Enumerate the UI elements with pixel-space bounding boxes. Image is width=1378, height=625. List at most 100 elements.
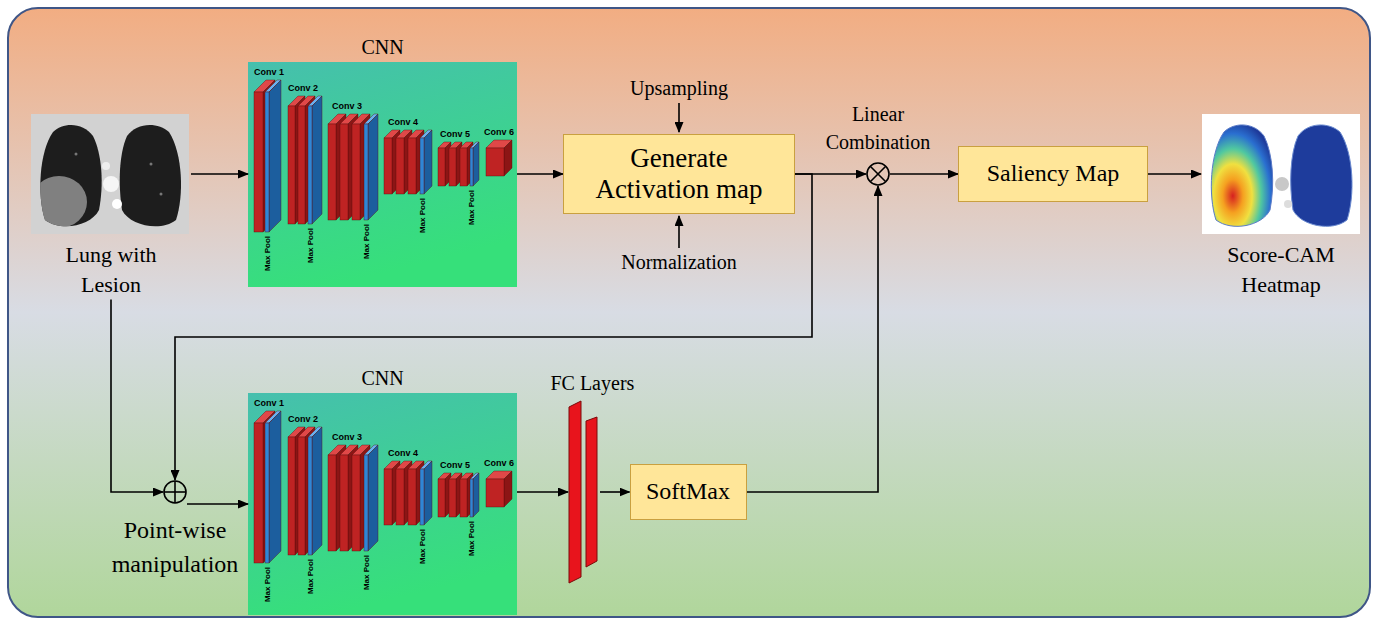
slab-front: [449, 479, 456, 517]
conv-label: Conv 6: [484, 127, 514, 138]
slab-front: [328, 124, 336, 220]
slab-side: [473, 473, 479, 517]
slab-side: [416, 130, 424, 194]
operator-stroke: [164, 491, 186, 493]
conv-label: Conv 5: [440, 129, 470, 140]
layer-slab: [265, 80, 281, 232]
slab-side: [368, 114, 378, 220]
pool-label: Max Pool: [306, 228, 315, 263]
layer-slab: [460, 142, 473, 186]
vessel: [75, 153, 78, 156]
input-label: Normalization: [621, 251, 737, 274]
operator-label: Point-wise manipulation: [100, 514, 250, 581]
cnn-art: [248, 393, 517, 615]
node-label: Generate Activation map: [584, 143, 774, 205]
slab-side: [416, 461, 424, 525]
slab-side: [312, 427, 322, 555]
slab-front: [384, 138, 392, 194]
slab-front: [396, 138, 404, 194]
slab-front: [408, 138, 416, 194]
block-heading: CNN: [248, 36, 517, 59]
layer-slab: [420, 461, 432, 525]
flow-arrow: [517, 173, 563, 175]
right-lung: [120, 125, 181, 226]
slab-side: [368, 445, 378, 551]
slab-front: [265, 423, 269, 563]
slab-side: [295, 427, 305, 555]
input-arrow: [678, 103, 680, 132]
slab-front: [352, 455, 360, 551]
slab-side: [424, 461, 432, 525]
slab-side: [504, 140, 512, 176]
slab-front: [308, 437, 312, 555]
layer-slab: [486, 471, 512, 507]
pool-label: Max Pool: [418, 198, 427, 233]
block-heading: FC Layers: [550, 372, 634, 395]
operator-circle: [164, 481, 186, 503]
pool-label: Max Pool: [467, 190, 476, 225]
pool-label: Max Pool: [362, 224, 371, 259]
flow-arrow: [600, 491, 630, 493]
slab-front: [420, 469, 424, 525]
slab-front: [460, 148, 467, 186]
pool-label: Max Pool: [418, 529, 427, 564]
pool-label: Max Pool: [362, 555, 371, 590]
layer-slab: [470, 473, 479, 517]
slab-front: [298, 106, 305, 224]
flow-arrow: [111, 299, 163, 492]
slab-front: [254, 423, 263, 563]
slab-front: [340, 455, 348, 551]
input-arrow: [678, 216, 680, 248]
vessel: [112, 199, 122, 209]
layer-slab: [486, 140, 512, 176]
slab-front: [438, 148, 445, 186]
conv-label: Conv 1: [254, 67, 284, 78]
cnn-block: CNNConv 1Conv 2Conv 3Conv 4Conv 5Conv 6M…: [248, 393, 517, 615]
operator-symbol: [866, 162, 890, 186]
cnn-panel: [248, 393, 517, 615]
heatmap-image: [1202, 114, 1360, 234]
conv-label: Conv 4: [388, 448, 418, 459]
slab-side: [473, 142, 479, 186]
right-lung-heat: [1291, 125, 1352, 226]
layer-slab: [352, 114, 370, 220]
cnn-art: [248, 62, 517, 287]
operator-symbol: [163, 480, 187, 504]
slab-front: [438, 479, 445, 517]
image-frame: [31, 114, 191, 234]
node-label: SoftMax: [646, 478, 730, 506]
slab-front: [396, 469, 404, 525]
lesion: [31, 176, 87, 228]
fc-layers: FC Layers: [568, 401, 600, 583]
slab-front: [288, 106, 295, 224]
background-panel: [8, 8, 1370, 617]
flow-arrow: [1148, 173, 1201, 175]
output-image: Score-CAM Heatmap: [1201, 114, 1361, 299]
slab-front: [470, 479, 473, 517]
slab-side: [312, 96, 322, 224]
slab-front: [364, 455, 368, 551]
layer-slab: [364, 445, 378, 551]
layer-slab: [420, 130, 432, 194]
fc-bar: [586, 417, 597, 567]
slab-front: [364, 124, 368, 220]
cnn-panel: [248, 62, 517, 287]
vessel: [1275, 177, 1289, 191]
vessel: [103, 176, 119, 192]
layer-slab: [408, 461, 424, 525]
conv-label: Conv 2: [288, 83, 318, 94]
slab-front: [308, 106, 312, 224]
slab-front: [328, 455, 336, 551]
flow-arrow: [175, 174, 812, 480]
operator-stroke: [870, 166, 886, 182]
vessel: [1284, 200, 1292, 208]
heatmap-background: [1202, 114, 1360, 234]
slab-front: [486, 479, 504, 507]
slab-front: [265, 92, 269, 232]
layer-slab: [308, 427, 322, 555]
fc-bar: [569, 401, 581, 583]
layer-slab: [408, 130, 424, 194]
input-image: Lung with Lesion: [31, 114, 191, 299]
slab-side: [269, 80, 281, 232]
node-label: Saliency Map: [987, 160, 1120, 188]
